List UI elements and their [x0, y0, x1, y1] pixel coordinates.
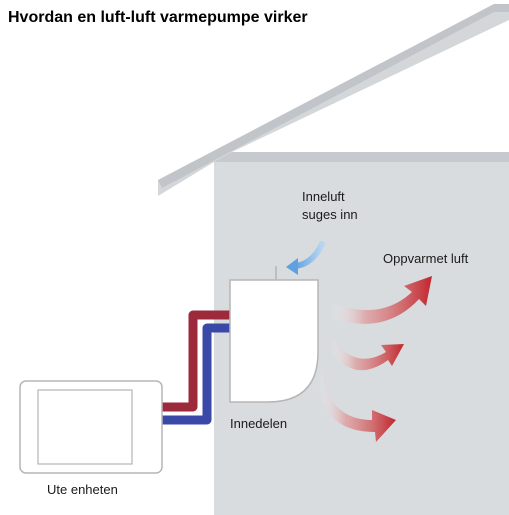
indoor-unit-label: Innedelen	[230, 416, 288, 431]
intake-air-label-line2: suges inn	[302, 207, 358, 222]
roof-edge	[158, 4, 509, 188]
refrigerant-pipes	[160, 310, 232, 425]
hot-pipe	[160, 310, 232, 412]
heat-arrow-bottom	[318, 372, 396, 442]
intake-air-label-line1: Inneluft	[302, 189, 345, 204]
intake-arrow	[286, 241, 325, 275]
roof-eave	[214, 152, 509, 162]
outdoor-unit-label: Ute enheten	[47, 482, 118, 497]
cold-pipe	[160, 323, 232, 425]
intake-air-label: Inneluft suges inn	[302, 188, 358, 224]
indoor-unit	[229, 266, 319, 403]
heat-arrow-middle	[330, 340, 404, 371]
heat-arrow-top	[330, 276, 432, 324]
outdoor-unit	[19, 380, 163, 474]
house	[158, 4, 509, 515]
diagram-title: Hvordan en luft-luft varmepumpe virker	[8, 9, 308, 26]
house-roof	[158, 4, 509, 196]
heated-air-label: Oppvarmet luft	[383, 251, 469, 266]
